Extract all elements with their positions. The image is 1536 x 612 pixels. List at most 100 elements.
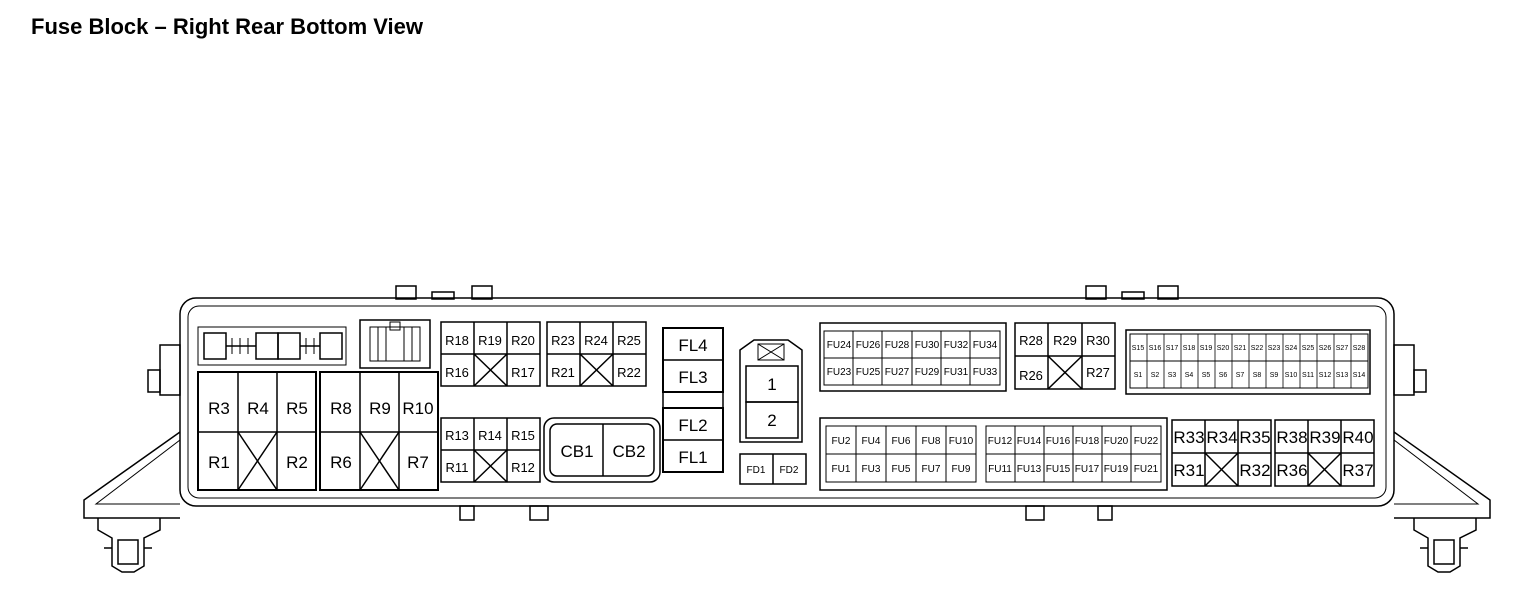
relay-group-r11-r15 (440, 417, 541, 483)
relay-group-r1-r5 (197, 371, 317, 491)
fuse-s13-label: S13 (1336, 372, 1349, 379)
relay-r18-label: R18 (445, 333, 469, 348)
relay-r34-label: R34 (1206, 428, 1237, 447)
fuse-fu6-label: FU6 (892, 436, 911, 447)
relay-r27-label: R27 (1086, 365, 1110, 380)
fusible-link-fl3-label: FL3 (678, 368, 707, 387)
relay-r19-label: R19 (478, 333, 502, 348)
relay-r33-label: R33 (1173, 428, 1204, 447)
fuse-s24-label: S24 (1285, 345, 1298, 352)
fuse-fu5-label: FU5 (892, 464, 911, 475)
relay-r1-label: R1 (208, 453, 230, 472)
fuse-fu22-label: FU22 (1134, 436, 1159, 447)
fuse-fu7-label: FU7 (922, 464, 941, 475)
fuse-fu20-label: FU20 (1104, 436, 1129, 447)
relay-r13-label: R13 (445, 428, 469, 443)
relay-r36-label: R36 (1276, 461, 1307, 480)
fuse-fu29-label: FU29 (915, 367, 940, 378)
relay-r17-label: R17 (511, 365, 535, 380)
fuse-s3-label: S3 (1168, 372, 1177, 379)
fuse-s8-label: S8 (1253, 372, 1262, 379)
connector-pin-2-label: 2 (767, 411, 776, 430)
fuse-s4-label: S4 (1185, 372, 1194, 379)
right-push-clip (1413, 518, 1477, 573)
fuse-fu24-label: FU24 (827, 340, 852, 351)
fuse-s17-label: S17 (1166, 345, 1179, 352)
fuse-fu31-label: FU31 (944, 367, 969, 378)
fuse-diode-fd1-label: FD1 (747, 465, 766, 476)
fuse-fu8-label: FU8 (922, 436, 941, 447)
fuse-fu1-label: FU1 (832, 464, 851, 475)
relay-r39-label: R39 (1309, 428, 1340, 447)
fuse-s19-label: S19 (1200, 345, 1213, 352)
fuse-fu11-label: FU11 (988, 464, 1012, 475)
relay-r7-label: R7 (407, 453, 429, 472)
housing (147, 285, 1427, 521)
fusible-link-fl1-label: FL1 (678, 448, 707, 467)
relay-r16-label: R16 (445, 365, 469, 380)
fuse-s7-label: S7 (1236, 372, 1245, 379)
relay-group-r36-r40 (1274, 419, 1375, 487)
relay-r23-label: R23 (551, 333, 575, 348)
fuse-s9-label: S9 (1270, 372, 1279, 379)
left-edge-connector (197, 326, 347, 366)
circuit-breaker-cb2-label: CB2 (612, 442, 645, 461)
relay-r40-label: R40 (1342, 428, 1373, 447)
fuse-s12-label: S12 (1319, 372, 1332, 379)
relay-r15-label: R15 (511, 428, 535, 443)
relay-r5-label: R5 (286, 399, 308, 418)
fuse-fu33-label: FU33 (973, 367, 998, 378)
relay-r4-label: R4 (247, 399, 269, 418)
fuse-s10-label: S10 (1285, 372, 1298, 379)
relay-socket-module (359, 319, 431, 369)
fuse-fu23-label: FU23 (827, 367, 852, 378)
relay-group-r26-r30 (1014, 322, 1116, 390)
fuse-fu19-label: FU19 (1104, 464, 1129, 475)
fuse-s2-label: S2 (1151, 372, 1160, 379)
relay-r28-label: R28 (1019, 333, 1043, 348)
left-push-clip (97, 518, 161, 573)
relay-r21-label: R21 (551, 365, 575, 380)
fuse-fu34-label: FU34 (973, 340, 998, 351)
relay-group-r31-r35 (1171, 419, 1272, 487)
relay-r31-label: R31 (1173, 461, 1204, 480)
relay-r12-label: R12 (511, 460, 535, 475)
fuse-s28-label: S28 (1353, 345, 1366, 352)
fuse-s26-label: S26 (1319, 345, 1332, 352)
relay-group-r21-r25 (546, 321, 647, 387)
fusible-link-fl4-label: FL4 (678, 336, 707, 355)
fuse-fu25-label: FU25 (856, 367, 881, 378)
fuse-s23-label: S23 (1268, 345, 1281, 352)
fuse-s1-label: S1 (1134, 372, 1143, 379)
fuse-fu9-label: FU9 (952, 464, 971, 475)
fuse-s14-label: S14 (1353, 372, 1366, 379)
relay-r29-label: R29 (1053, 333, 1077, 348)
relay-group-r16-r20 (440, 321, 541, 387)
relay-r9-label: R9 (369, 399, 391, 418)
fuse-s27-label: S27 (1336, 345, 1349, 352)
fuse-fu12-label: FU12 (988, 436, 1013, 447)
relay-r2-label: R2 (286, 453, 308, 472)
relay-r14-label: R14 (478, 428, 502, 443)
fuse-fu21-label: FU21 (1134, 464, 1159, 475)
fuse-fu3-label: FU3 (862, 464, 881, 475)
relay-r20-label: R20 (511, 333, 535, 348)
relay-r37-label: R37 (1342, 461, 1373, 480)
fuse-fu4-label: FU4 (862, 436, 881, 447)
fuse-s16-label: S16 (1149, 345, 1162, 352)
fuse-grid-fu1-fu10 (819, 417, 1168, 491)
relay-r8-label: R8 (330, 399, 352, 418)
relay-r10-label: R10 (402, 399, 433, 418)
mounting-flanges (83, 431, 1491, 519)
relay-r24-label: R24 (584, 333, 608, 348)
fuse-diode-block (739, 453, 807, 485)
fuse-fu16-label: FU16 (1046, 436, 1071, 447)
fuse-grid-fu11-fu22 (985, 425, 1162, 483)
connector-two-way (739, 339, 803, 443)
fuse-s20-label: S20 (1217, 345, 1230, 352)
circuit-breaker-housing (543, 417, 661, 483)
relay-r38-label: R38 (1276, 428, 1307, 447)
fusible-link-block (662, 327, 724, 473)
fuse-fu13-label: FU13 (1017, 464, 1042, 475)
fuse-fu30-label: FU30 (915, 340, 940, 351)
